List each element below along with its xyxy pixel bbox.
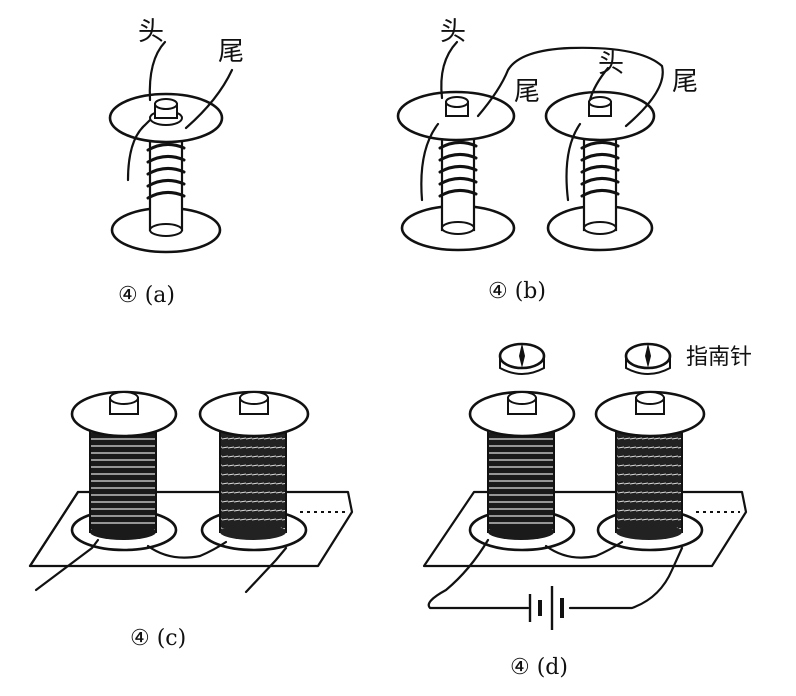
label-tail: 尾 bbox=[218, 37, 244, 67]
panel-c: ④ (c) bbox=[28, 390, 354, 651]
compass-right bbox=[624, 342, 672, 375]
label-head: 头 bbox=[138, 17, 164, 47]
coil-right-d bbox=[594, 390, 706, 552]
caption-a: ④ (a) bbox=[118, 283, 175, 308]
coil-left bbox=[70, 390, 178, 552]
core-bottom bbox=[149, 223, 183, 237]
link-wire-d bbox=[544, 540, 624, 559]
label-tail-right: 尾 bbox=[672, 67, 698, 97]
compass-left bbox=[498, 342, 546, 375]
lead-right bbox=[244, 546, 288, 594]
spool-left bbox=[396, 90, 516, 252]
caption-b: ④ (b) bbox=[488, 279, 546, 304]
connecting-wire bbox=[476, 46, 664, 128]
coil-turns bbox=[146, 143, 186, 200]
battery-icon bbox=[528, 586, 564, 630]
lead-wire-back bbox=[126, 118, 152, 182]
head-wire-right bbox=[588, 66, 610, 102]
panel-a: 头 尾 ④ (a) bbox=[108, 17, 244, 308]
label-tail-left: 尾 bbox=[514, 77, 540, 107]
head-wire bbox=[148, 40, 167, 102]
panel-d: 指南针 ④ (d bbox=[422, 342, 752, 680]
lead-left bbox=[34, 538, 100, 592]
link-wire bbox=[146, 540, 228, 559]
base-board-d bbox=[422, 490, 748, 568]
wire-to-battery-right bbox=[568, 546, 684, 610]
coil-left-d bbox=[468, 390, 576, 552]
label-head-right: 头 bbox=[598, 49, 624, 79]
spool-right bbox=[544, 90, 656, 252]
coil-right bbox=[198, 390, 310, 552]
head-wire-left bbox=[440, 40, 459, 100]
label-head-left: 头 bbox=[440, 17, 466, 47]
wire-to-battery-left bbox=[427, 538, 530, 610]
caption-c: ④ (c) bbox=[130, 626, 186, 651]
panel-b: 头 尾 头 尾 ④ (b) bbox=[396, 17, 698, 304]
tail-wire bbox=[184, 68, 234, 130]
caption-d: ④ (d) bbox=[510, 655, 568, 680]
label-compass: 指南针 bbox=[686, 345, 752, 370]
